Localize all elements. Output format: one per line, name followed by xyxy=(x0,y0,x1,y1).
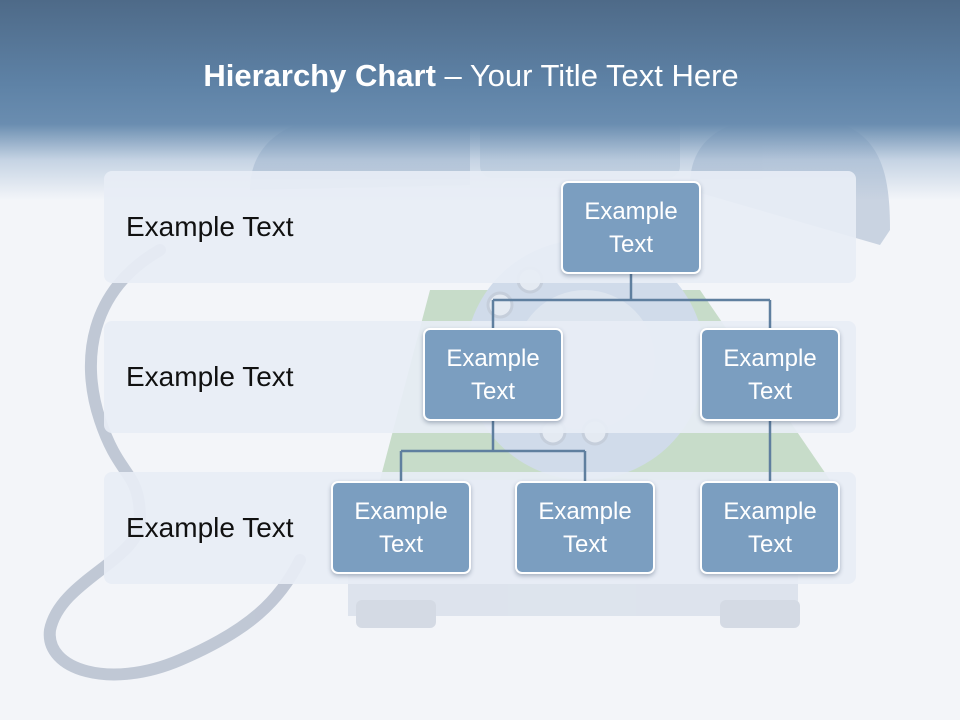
title-rest-part: – Your Title Text Here xyxy=(435,58,739,93)
node-root[interactable]: Example Text xyxy=(561,181,701,274)
node-level2-right-text: Example Text xyxy=(723,344,817,405)
node-level3-left-text: Example Text xyxy=(354,497,448,558)
node-level3-middle[interactable]: Example Text xyxy=(515,481,655,574)
node-level3-middle-text: Example Text xyxy=(538,497,632,558)
level-band-1: Example Text xyxy=(104,171,856,283)
level-1-label: Example Text xyxy=(126,211,294,242)
level-3-label: Example Text xyxy=(126,512,294,543)
node-level2-right[interactable]: Example Text xyxy=(700,328,840,421)
title-bold-part: Hierarchy Chart xyxy=(203,58,436,93)
node-level2-left-text: Example Text xyxy=(446,344,540,405)
node-level3-left[interactable]: Example Text xyxy=(331,481,471,574)
title-band xyxy=(0,0,960,200)
node-level2-left[interactable]: Example Text xyxy=(423,328,563,421)
node-level3-right[interactable]: Example Text xyxy=(700,481,840,574)
level-2-label: Example Text xyxy=(126,361,294,392)
slide-title: Hierarchy Chart – Your Title Text Here xyxy=(0,50,942,102)
node-level3-right-text: Example Text xyxy=(723,497,817,558)
node-root-text: Example Text xyxy=(584,197,678,258)
